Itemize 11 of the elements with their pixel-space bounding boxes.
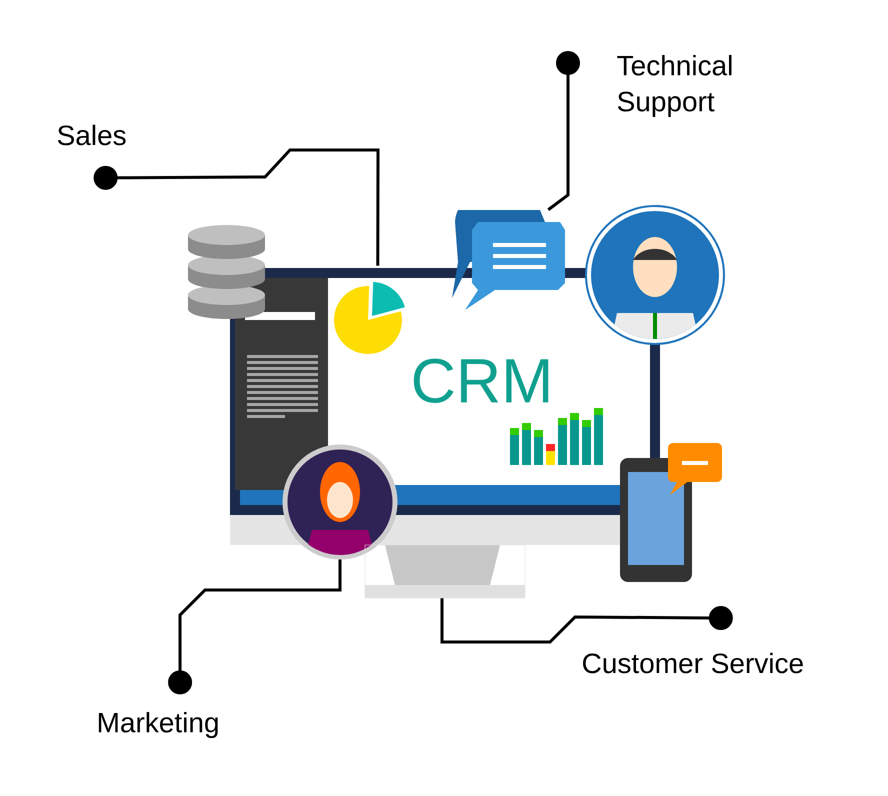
avatar-drawing bbox=[282, 444, 398, 560]
leader-line bbox=[440, 598, 733, 644]
leader-line bbox=[547, 51, 580, 211]
label-text: Technical Support bbox=[617, 54, 732, 118]
label-text: Sales bbox=[58, 124, 126, 146]
leader-line bbox=[94, 148, 380, 266]
label-text: Customer Service bbox=[583, 652, 803, 674]
leader-line bbox=[168, 560, 342, 694]
monitor-stand-drawing bbox=[364, 544, 526, 598]
speech-bubble-icon bbox=[452, 210, 565, 310]
label-text: Marketing bbox=[98, 712, 218, 738]
